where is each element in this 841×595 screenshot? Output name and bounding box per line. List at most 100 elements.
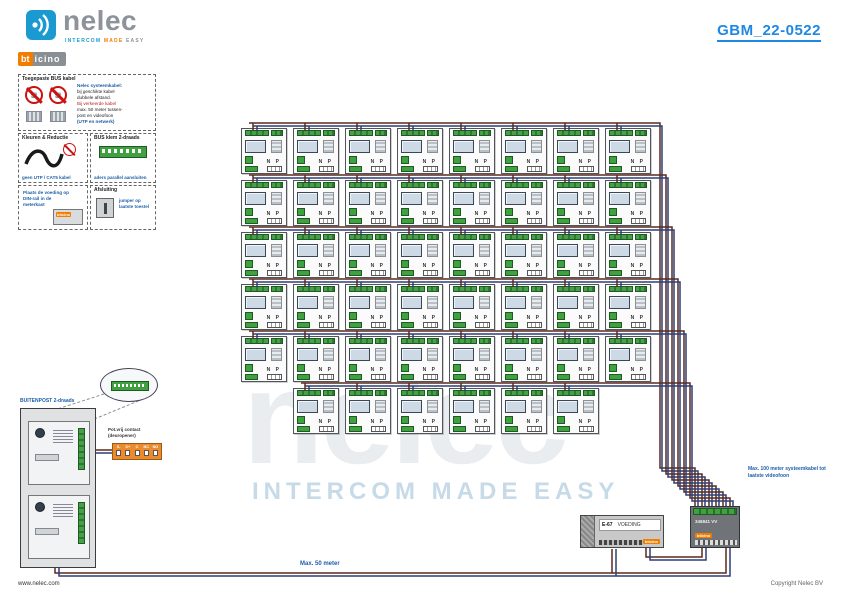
unit-terminal-white (267, 218, 282, 224)
unit-id-badge (297, 208, 305, 216)
unit-buttons (479, 192, 490, 205)
unit-terminal-white (527, 218, 542, 224)
videophone-unit: N P (345, 128, 391, 174)
unit-terminal-labels: N P (630, 263, 645, 269)
unit-terminal-labels: N P (630, 159, 645, 165)
unit-buttons (635, 296, 646, 309)
unit-id-badge (349, 312, 357, 320)
bus-wire-red (249, 278, 717, 507)
unit-aux-connector (323, 390, 335, 396)
unit-buttons (583, 400, 594, 413)
unit-id-badge (401, 208, 409, 216)
videophone-unit: N P (293, 388, 339, 434)
unit-buttons (375, 192, 386, 205)
unit-screen (245, 348, 266, 361)
unit-terminal-labels: N P (370, 419, 385, 425)
videophone-unit: N P (501, 388, 547, 434)
unit-id-badge (453, 156, 461, 164)
unit-terminal-green (245, 322, 258, 328)
unit-terminal-white (371, 166, 386, 172)
tagline-word: EASY (125, 38, 145, 44)
videophone-unit: N P (553, 284, 599, 330)
instruction-line: Bij verkeerde kabel (77, 101, 117, 106)
videophone-unit: N P (553, 232, 599, 278)
unit-screen (349, 400, 370, 413)
unit-id-badge (557, 312, 565, 320)
unit-id-badge (505, 156, 513, 164)
unit-aux-connector (375, 286, 387, 292)
instruction-box-colors: Kleuren & Reductie geen UTP / CAT5 kabel (18, 133, 88, 183)
unit-screen (609, 192, 630, 205)
power-supply: E-67 VOEDING bticino (580, 515, 664, 548)
unit-terminal-green (401, 218, 414, 224)
call-button (35, 528, 59, 535)
relay-terminal-screw (134, 450, 140, 456)
unit-terminal-green (505, 374, 518, 380)
bus-wire-blue (253, 125, 699, 507)
unit-terminal-white (527, 374, 542, 380)
unit-buttons (427, 348, 438, 361)
videophone-unit: N P (293, 128, 339, 174)
unit-id-badge (505, 364, 513, 372)
psu-terminals (599, 540, 643, 545)
unit-terminal-green (557, 374, 570, 380)
videophone-unit: N P (241, 232, 287, 278)
bticino-logo-rest: icino (32, 52, 66, 66)
unit-aux-connector (427, 390, 439, 396)
unit-buttons (427, 244, 438, 257)
callout-leader (41, 393, 105, 415)
unit-id-badge (245, 312, 253, 320)
unit-terminal-white (319, 270, 334, 276)
instruction-line: max. 50 meter tussen- (77, 107, 123, 112)
unit-terminal-white (475, 426, 490, 432)
unit-id-badge (245, 156, 253, 164)
unit-terminal-green (557, 322, 570, 328)
unit-screen (349, 140, 370, 153)
unit-terminal-labels: N P (422, 263, 437, 269)
unit-terminal-white (579, 218, 594, 224)
unit-terminal-labels: N P (318, 263, 333, 269)
unit-terminal-labels: N P (318, 419, 333, 425)
unit-aux-connector (583, 338, 595, 344)
note-max-50-meter: Max. 50 meter (300, 561, 340, 567)
instruction-line: dubbele afstand. (77, 95, 111, 100)
unit-aux-connector (583, 130, 595, 136)
videophone-unit: N P (449, 180, 495, 226)
videophone-unit: N P (449, 232, 495, 278)
unit-id-badge (401, 416, 409, 424)
unit-buttons (635, 348, 646, 361)
unit-terminal-labels: N P (422, 159, 437, 165)
terminal-detail-callout (100, 368, 158, 402)
speaker-grille (53, 429, 73, 443)
unit-aux-connector (479, 286, 491, 292)
unit-terminal-labels: N P (474, 419, 489, 425)
unit-terminal-green (349, 426, 362, 432)
unit-id-badge (557, 416, 565, 424)
unit-aux-connector (271, 338, 283, 344)
relay-terminal-screw (116, 450, 122, 456)
unit-terminal-white (267, 166, 282, 172)
videophone-unit: N P (449, 388, 495, 434)
relay-terminal: S- (114, 445, 123, 458)
unit-terminal-labels: N P (578, 263, 593, 269)
unit-terminal-green (245, 270, 258, 276)
videophone-unit: N P (605, 232, 651, 278)
unit-terminal-green (401, 270, 414, 276)
unit-terminal-white (371, 218, 386, 224)
bus-wire-blue (253, 333, 727, 507)
relay-note: Pot.vrij contact (deuropener) (108, 427, 141, 438)
relay-terminal: NO (151, 445, 160, 458)
prohibited-cable-icon (49, 86, 67, 104)
unit-terminal-green (505, 166, 518, 172)
unit-screen (245, 140, 266, 153)
unit-aux-connector (583, 182, 595, 188)
unit-id-badge (505, 312, 513, 320)
bticino-logo: bt icino (18, 52, 66, 66)
unit-screen (505, 348, 526, 361)
unit-aux-connector (531, 286, 543, 292)
bus-wire-blue (649, 548, 707, 561)
unit-screen (245, 244, 266, 257)
videophone-unit: N P (605, 180, 651, 226)
